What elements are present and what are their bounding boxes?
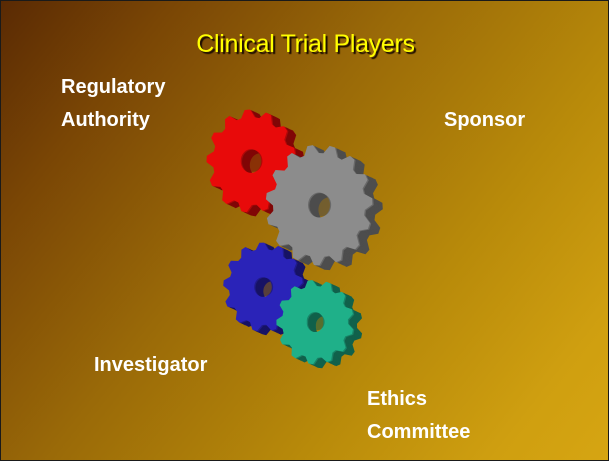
- teal-gear-icon: [276, 280, 363, 369]
- investigator-label: Investigator: [94, 354, 208, 376]
- regulatory-label-line2: Authority: [61, 109, 150, 131]
- regulatory-authority-label: Regulatory Authority: [61, 71, 165, 137]
- ethics-label-line2: Committee: [367, 421, 471, 443]
- regulatory-label-line1: Regulatory: [61, 76, 166, 98]
- slide-title: Clinical Trial Players: [196, 30, 415, 58]
- ethics-label-line1: Ethics: [367, 388, 428, 410]
- ethics-committee-label: Ethics Committee: [367, 383, 470, 449]
- sponsor-label: Sponsor: [444, 109, 526, 131]
- gray-gear-icon: [265, 145, 383, 271]
